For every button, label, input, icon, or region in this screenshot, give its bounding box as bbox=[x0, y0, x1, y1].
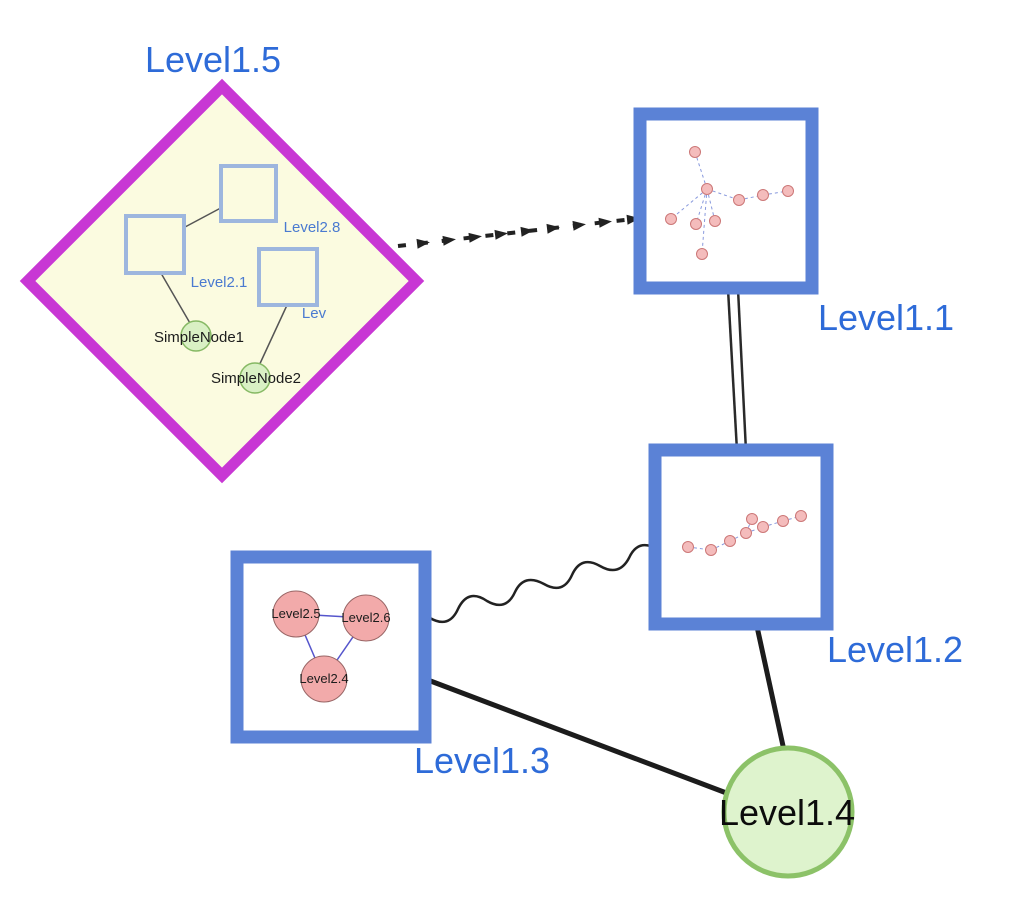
mini-node bbox=[724, 535, 736, 547]
edge-level15-level11[interactable] bbox=[397, 214, 640, 249]
level11-square-shape[interactable] bbox=[633, 107, 819, 295]
edge-level13-level14[interactable] bbox=[417, 674, 740, 800]
node-level28[interactable] bbox=[219, 164, 278, 223]
level26-label: Level2.6 bbox=[341, 610, 390, 625]
node-level25[interactable] bbox=[272, 590, 320, 638]
edge-lev-simplenode2[interactable] bbox=[256, 302, 289, 371]
edge-level13-level12[interactable] bbox=[429, 543, 658, 624]
mini-node bbox=[795, 510, 807, 522]
mini-node bbox=[740, 527, 752, 539]
node-level14[interactable]: Level1.4 bbox=[719, 745, 855, 879]
node-level11[interactable]: Level1.1 bbox=[633, 107, 954, 338]
level14-circle-shape[interactable] bbox=[721, 745, 855, 879]
mini-node bbox=[689, 146, 701, 158]
level13-label: Level1.3 bbox=[414, 740, 550, 781]
edge-level12-level14[interactable] bbox=[753, 619, 788, 758]
lev-label: Lev bbox=[302, 305, 327, 322]
level12-label: Level1.2 bbox=[827, 629, 963, 670]
node-level12[interactable]: Level1.2 bbox=[648, 443, 963, 670]
node-level21[interactable] bbox=[124, 214, 186, 275]
mini-node bbox=[705, 544, 717, 556]
mini-node bbox=[682, 541, 694, 553]
mini-node bbox=[757, 189, 769, 201]
simplenode1-label: SimpleNode1 bbox=[154, 329, 244, 346]
mini-node bbox=[746, 513, 758, 525]
mini-node bbox=[733, 194, 745, 206]
level14-label: Level1.4 bbox=[719, 792, 855, 833]
level13-mini-graph: Level2.5 Level2.6 Level2.4 bbox=[271, 590, 391, 703]
node-level15[interactable]: Level2.8 Level2.1 Lev SimpleNode1 Simple… bbox=[19, 39, 425, 484]
level24-label: Level2.4 bbox=[299, 671, 348, 686]
level12-mini-graph bbox=[682, 510, 807, 556]
mini-node bbox=[690, 218, 702, 230]
edge-level21-simplenode1[interactable] bbox=[157, 267, 195, 331]
node-simplenode2[interactable] bbox=[239, 362, 271, 394]
mini-node bbox=[709, 215, 721, 227]
level11-mini-graph bbox=[665, 146, 794, 260]
node-simplenode1[interactable] bbox=[180, 320, 212, 352]
level21-label: Level2.1 bbox=[191, 274, 248, 291]
node-lev[interactable] bbox=[257, 247, 319, 307]
mini-node bbox=[696, 248, 708, 260]
level13-square-shape[interactable] bbox=[230, 550, 432, 744]
mini-node bbox=[701, 183, 713, 195]
level25-label: Level2.5 bbox=[271, 606, 320, 621]
node-level24[interactable] bbox=[300, 655, 348, 703]
level12-square-shape[interactable] bbox=[648, 443, 834, 631]
mini-node bbox=[782, 185, 794, 197]
mini-node bbox=[665, 213, 677, 225]
mini-node bbox=[757, 521, 769, 533]
edge-level11-level12[interactable] bbox=[726, 288, 748, 452]
simplenode2-label: SimpleNode2 bbox=[211, 370, 301, 387]
node-level26[interactable] bbox=[342, 594, 390, 642]
node-level13[interactable]: Level2.5 Level2.6 Level2.4 Level1.3 bbox=[230, 550, 550, 781]
level15-diamond-shape[interactable] bbox=[19, 78, 425, 484]
mini-node bbox=[777, 515, 789, 527]
level11-label: Level1.1 bbox=[818, 297, 954, 338]
level15-label: Level1.5 bbox=[145, 39, 281, 80]
level28-label: Level2.8 bbox=[284, 219, 341, 236]
